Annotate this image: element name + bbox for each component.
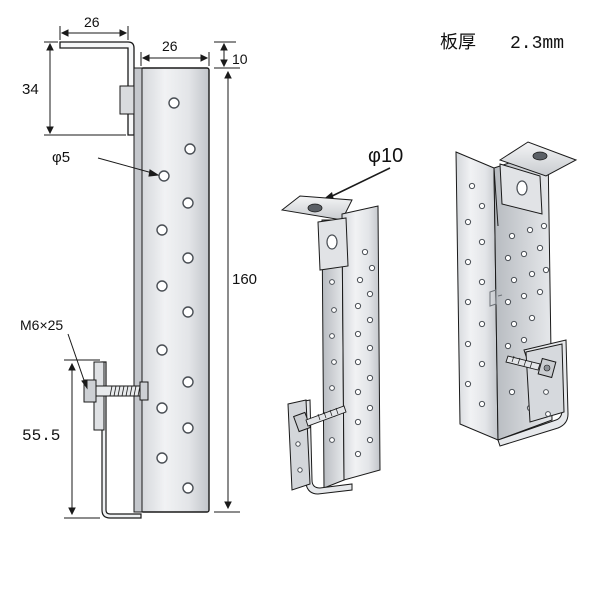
dim-hole-diameter: φ5 xyxy=(52,149,70,166)
plate-hole xyxy=(182,306,194,318)
u-clamp xyxy=(101,361,142,519)
right-clamp-face xyxy=(525,343,565,423)
right-inner-edge xyxy=(493,167,499,227)
thickness-spec: 板厚 2.3mm xyxy=(440,32,564,54)
right-plate-holes xyxy=(464,182,486,408)
plate-hole xyxy=(156,224,168,236)
dim-overall-height: 160 xyxy=(232,271,257,288)
plate-hole xyxy=(158,170,170,182)
thickness-value: 2.3mm xyxy=(510,34,564,54)
plate-hole xyxy=(182,376,194,388)
bolt-nut xyxy=(139,381,149,401)
right-plate-front xyxy=(455,151,499,441)
front-elevation-view: 26 26 10 34 φ5 160 M6×25 55.5 xyxy=(20,14,257,519)
dim-top-flange-width: 26 xyxy=(84,14,100,30)
right-top-hole xyxy=(532,151,548,161)
main-plate xyxy=(140,67,210,513)
plate-hole xyxy=(182,482,194,494)
dim-plate-width: 26 xyxy=(162,38,178,54)
dim-top-hole-diameter: φ10 xyxy=(368,145,403,167)
dimension-lines xyxy=(44,26,240,519)
bolt-threads xyxy=(109,385,141,397)
mid-clamp-holes xyxy=(295,441,303,473)
plate-hole xyxy=(156,402,168,414)
plate-hole xyxy=(182,252,194,264)
hole-leader-line xyxy=(327,167,391,199)
plate-edge xyxy=(133,67,143,513)
plate-holes xyxy=(156,97,196,494)
mid-bolt xyxy=(292,405,347,433)
right-emboss-mark xyxy=(489,289,503,307)
plate-hole xyxy=(182,422,194,434)
right-bolt xyxy=(505,355,557,379)
dim-bolt-spec: M6×25 xyxy=(20,317,63,333)
plate-hole xyxy=(182,197,194,209)
dim-top-margin: 10 xyxy=(232,51,248,67)
perspective-view-back xyxy=(455,141,578,447)
thickness-label: 板厚 xyxy=(440,32,476,52)
flange-tab xyxy=(119,85,135,115)
right-clamp-holes xyxy=(543,389,551,417)
dim-clamp-height: 55.5 xyxy=(22,427,60,445)
plate-hole xyxy=(168,97,180,109)
mid-side-holes xyxy=(354,248,376,458)
dim-flange-height: 34 xyxy=(22,81,39,98)
plate-hole xyxy=(156,452,168,464)
plate-hole xyxy=(156,280,168,292)
mid-tab-hole xyxy=(326,234,338,250)
mid-body-side xyxy=(341,205,381,481)
plate-hole xyxy=(156,344,168,356)
perspective-view-front: φ10 xyxy=(280,145,403,495)
right-tab-hole xyxy=(516,180,528,196)
mid-top-hole xyxy=(307,203,323,213)
plate-hole xyxy=(184,143,196,155)
